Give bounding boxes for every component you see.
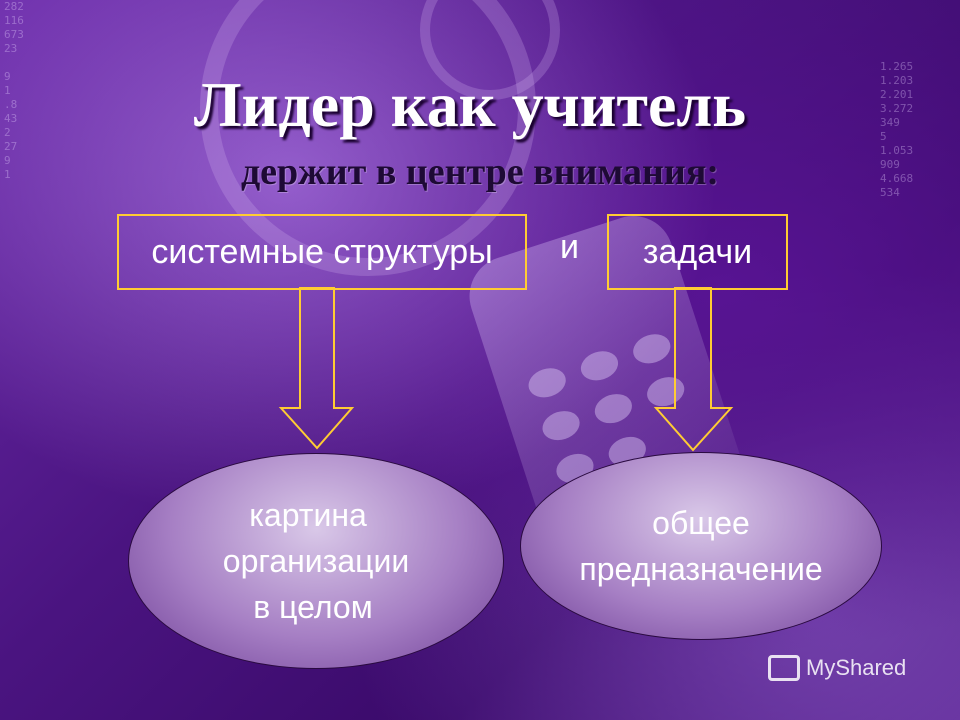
connector-text: и	[560, 228, 579, 266]
tasks-label: задачи	[642, 232, 753, 271]
watermark: MyShared	[768, 655, 906, 681]
presentation-icon	[768, 655, 800, 681]
left-ellipse: картина организации в целом	[128, 453, 504, 669]
bg-numbers-right: 1.265 1.203 2.201 3.272 349 5 1.053 909 …	[880, 60, 914, 199]
right-ellipse-line-1: общее	[652, 505, 750, 541]
arrow-right	[653, 287, 734, 452]
bg-numbers-left: 282 116 673 23 9 1 .8 43 2 27 9 1	[4, 0, 24, 181]
arrow-left	[278, 287, 355, 450]
slide-title: Лидер как учитель	[193, 69, 747, 140]
left-ellipse-line-1: картина	[249, 497, 367, 533]
right-ellipse-line-2: предназначение	[579, 551, 823, 587]
systems-label: системные структуры	[151, 232, 493, 271]
right-ellipse: общее предназначение	[520, 452, 882, 640]
watermark-text: MyShared	[806, 655, 907, 680]
bg-dial-small	[420, 0, 560, 100]
slide-subtitle: держит в центре внимания:	[240, 151, 720, 193]
left-ellipse-line-2: организации	[222, 543, 410, 579]
left-ellipse-line-3: в целом	[253, 589, 373, 625]
